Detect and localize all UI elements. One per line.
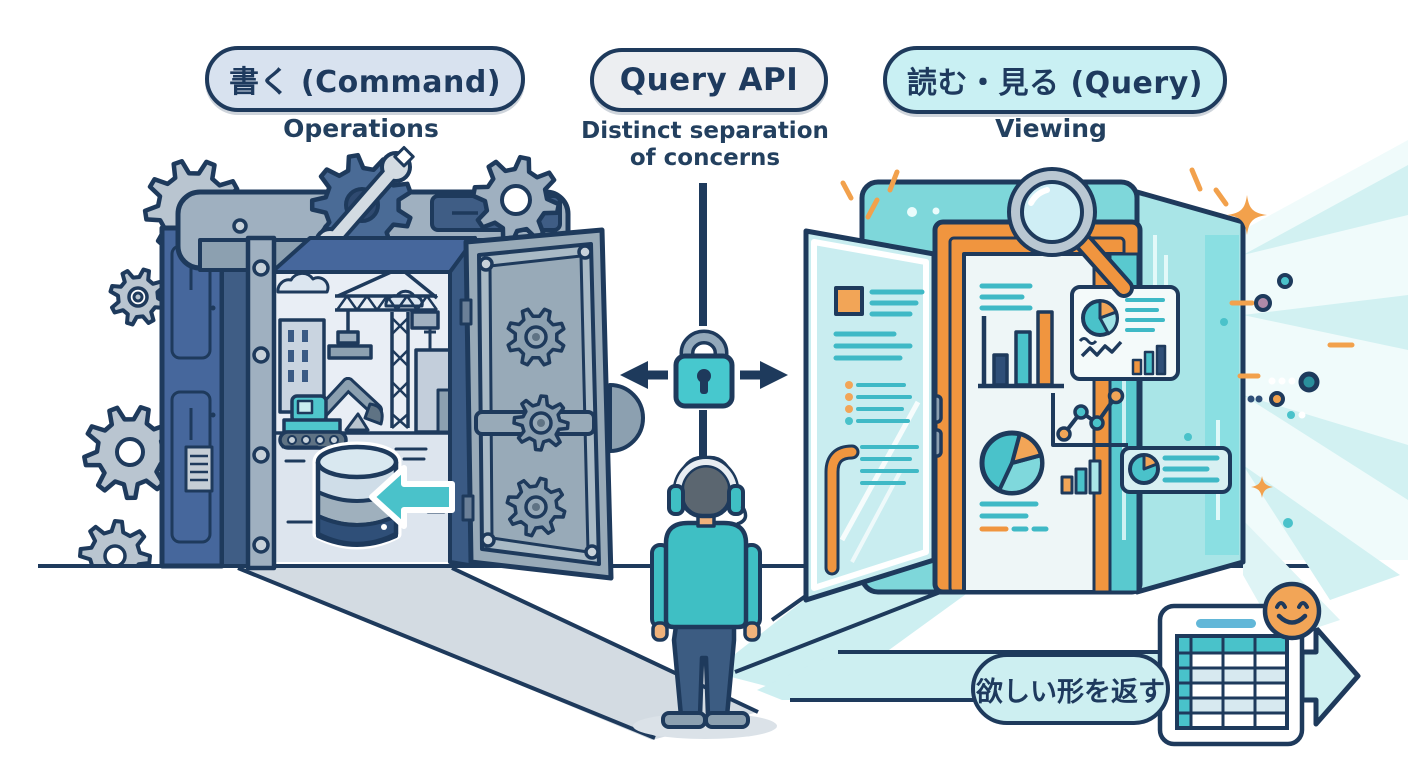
floating-dots — [1184, 273, 1320, 528]
pie-chart-icon — [979, 430, 1045, 496]
query-badge-label: 読む・見る (Query) — [907, 66, 1203, 101]
query-api-badge-label: Query API — [619, 62, 799, 98]
pants — [671, 609, 737, 719]
report-card — [1070, 285, 1180, 381]
query-badge: 読む・見る (Query) — [883, 46, 1227, 114]
query-api-subtitle: Distinct separation of concerns — [565, 118, 845, 172]
headphones-icon — [667, 456, 748, 526]
query-api-subtitle-line1: Distinct separation — [581, 118, 829, 144]
query-api-subtitle-line2: of concerns — [629, 145, 781, 172]
glass-door-icon — [803, 228, 937, 603]
magnifier-icon — [1007, 167, 1134, 298]
arrow-right-icon — [740, 361, 788, 389]
bar-chart-icon — [1060, 459, 1102, 495]
command-subtitle: Operations — [283, 114, 439, 143]
door-handle — [608, 383, 645, 453]
light-rays — [1243, 140, 1408, 640]
command-vault — [159, 146, 645, 581]
pie-chart-icon — [1081, 299, 1119, 337]
query-subtitle: Viewing — [995, 114, 1107, 143]
bar-chart-icon — [978, 310, 1064, 389]
smiley-icon — [1262, 581, 1322, 641]
result-arrow-icon — [1299, 625, 1361, 727]
sparkle-dashes — [840, 167, 1355, 379]
return-shape-pill-label: 欲しい形を返す — [976, 676, 1165, 708]
hand — [743, 621, 761, 642]
hand — [651, 621, 669, 642]
command-badge-label: 書く (Command) — [228, 65, 502, 100]
sparkle-icon — [1227, 195, 1273, 498]
table-icon — [1175, 634, 1289, 730]
write-arrow-icon — [369, 465, 455, 529]
person-figure — [633, 455, 777, 739]
shoe — [704, 711, 750, 729]
line-chart-icon — [1080, 340, 1123, 358]
construction-scene — [272, 272, 448, 562]
separator — [620, 183, 788, 472]
arrow-left-icon — [620, 361, 668, 389]
dashboard-charts — [978, 283, 1232, 532]
return-shape-pill: 欲しい形を返す — [971, 653, 1170, 725]
summary-card — [1120, 446, 1232, 494]
command-badge: 書く (Command) — [205, 46, 525, 112]
result-group — [1157, 581, 1322, 747]
database-icon — [312, 441, 402, 550]
query-api-badge: Query API — [590, 48, 828, 112]
excavator-icon — [278, 377, 384, 450]
door-handle — [827, 447, 857, 573]
vent-grill — [184, 445, 214, 493]
lock-icon — [673, 329, 735, 409]
line-chart-icon — [1051, 387, 1128, 447]
query-case — [803, 140, 1408, 640]
shoe — [661, 711, 707, 729]
vault-door — [459, 227, 645, 581]
text-lines — [979, 283, 1033, 311]
ground-mask — [30, 568, 260, 638]
card-title-bar — [1196, 619, 1256, 628]
sweater — [663, 520, 749, 630]
